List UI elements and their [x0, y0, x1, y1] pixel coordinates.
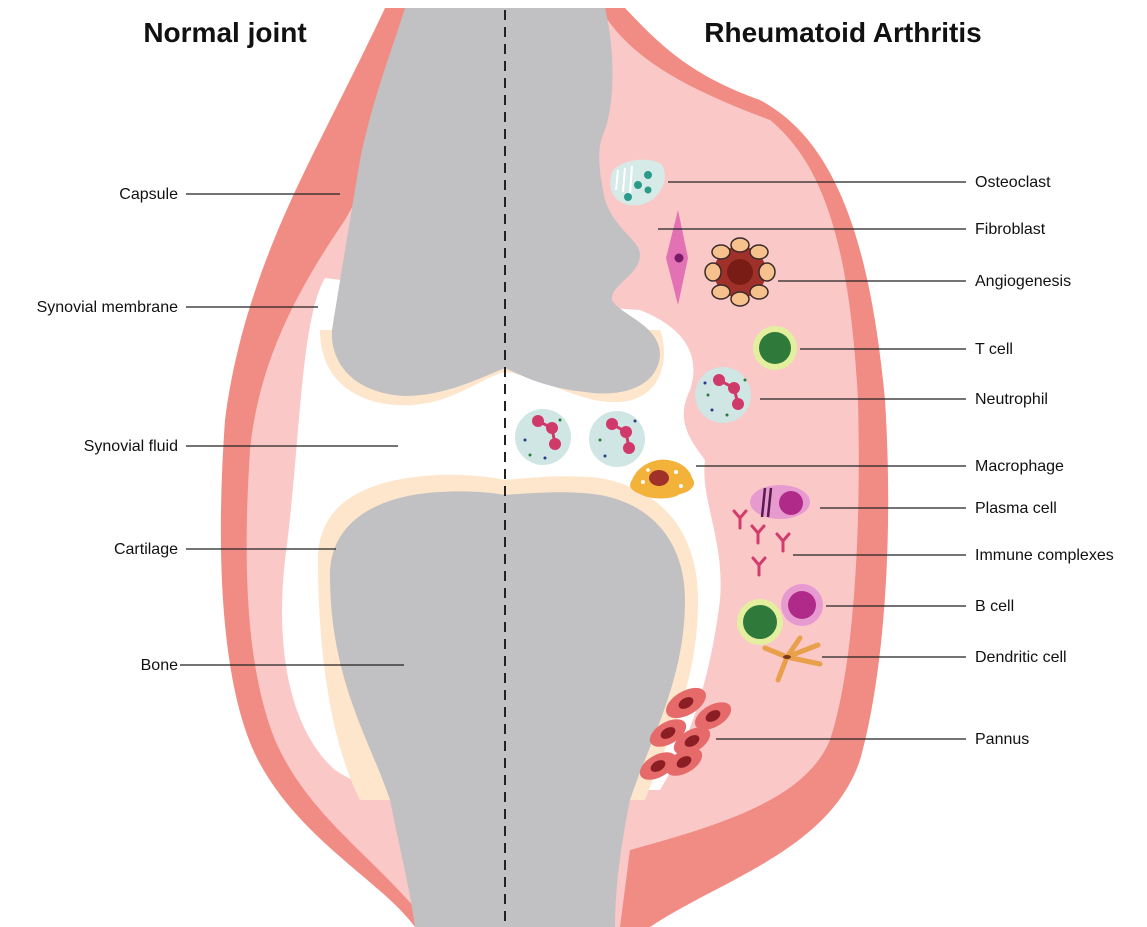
b-cell-icon	[781, 584, 823, 626]
label-synovial-fluid: Synovial fluid	[84, 438, 178, 455]
neutrophil-in-fluid-icon	[515, 409, 571, 465]
label-angiogenesis: Angiogenesis	[975, 273, 1071, 290]
title-normal-joint: Normal joint	[143, 17, 306, 48]
label-cartilage: Cartilage	[114, 541, 178, 558]
label-osteoclast: Osteoclast	[975, 174, 1051, 191]
label-bone: Bone	[141, 657, 178, 674]
label-pannus: Pannus	[975, 731, 1029, 748]
label-t-cell: T cell	[975, 341, 1013, 358]
neutrophil-icon	[695, 367, 751, 423]
label-plasma-cell: Plasma cell	[975, 500, 1057, 517]
t-cell-lower-icon	[737, 599, 783, 645]
label-macrophage: Macrophage	[975, 458, 1064, 475]
neutrophil-in-fluid-icon	[589, 411, 645, 467]
label-b-cell: B cell	[975, 598, 1014, 615]
t-cell-icon	[753, 326, 797, 370]
plasma-cell-icon	[750, 485, 810, 519]
label-fibroblast: Fibroblast	[975, 221, 1046, 238]
label-neutrophil: Neutrophil	[975, 391, 1048, 408]
title-rheumatoid-arthritis: Rheumatoid Arthritis	[704, 17, 981, 48]
angiogenesis-icon	[705, 238, 775, 306]
dendritic-nucleus-icon	[783, 655, 791, 659]
label-immune-complexes: Immune complexes	[975, 547, 1114, 564]
label-synovial-membrane: Synovial membrane	[37, 299, 179, 316]
label-capsule: Capsule	[119, 186, 178, 203]
label-dendritic-cell: Dendritic cell	[975, 649, 1067, 666]
